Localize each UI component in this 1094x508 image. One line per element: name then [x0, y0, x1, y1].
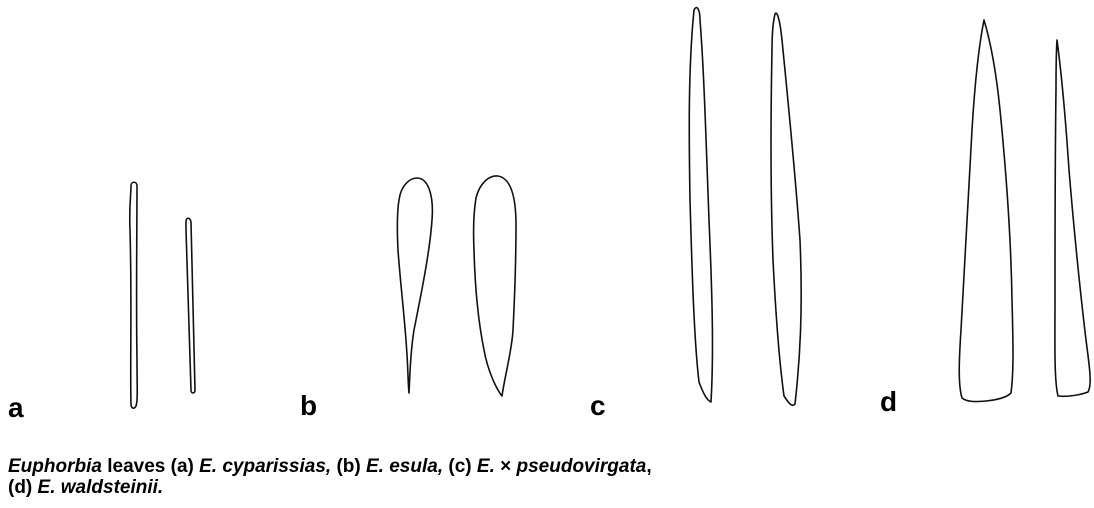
leaf-a-right — [186, 218, 195, 393]
panel-label-d: d — [880, 388, 897, 416]
leaf-c-left — [689, 8, 712, 402]
leaf-a-left — [130, 182, 138, 408]
leaf-d-left — [959, 20, 1013, 402]
caption-taxon-c-prefix: E. — [477, 456, 495, 477]
caption-text-2: (b) — [331, 456, 366, 477]
caption-text-5: (d) — [8, 477, 38, 498]
panel-label-c: c — [590, 392, 606, 420]
caption-text-4: , — [646, 456, 651, 477]
figure-caption: Euphorbia leaves (a) E. cyparissias, (b)… — [8, 456, 908, 498]
leaf-d-right — [1055, 40, 1090, 396]
panel-label-b: b — [300, 392, 317, 420]
caption-line-1: Euphorbia leaves (a) E. cyparissias, (b)… — [8, 456, 908, 477]
caption-taxon-c-epithet: pseudovirgata — [517, 456, 647, 477]
caption-taxon-d: E. waldsteinii. — [38, 477, 164, 498]
leaf-b-right — [474, 176, 516, 396]
caption-text-1: leaves (a) — [102, 456, 199, 477]
leaf-b-left — [397, 178, 432, 393]
leaf-c-right — [771, 13, 801, 405]
leaf-drawings — [0, 0, 1094, 420]
caption-text-3: (c) — [443, 456, 477, 477]
caption-genus: Euphorbia — [8, 456, 102, 477]
leaf-figure: a b c d — [0, 0, 1094, 420]
panel-label-a: a — [8, 394, 24, 422]
caption-taxon-b: E. esula, — [366, 456, 443, 477]
caption-taxon-a: E. cyparissias, — [199, 456, 331, 477]
caption-times-sign: × — [495, 456, 517, 477]
caption-line-2: (d) E. waldsteinii. — [8, 477, 908, 498]
